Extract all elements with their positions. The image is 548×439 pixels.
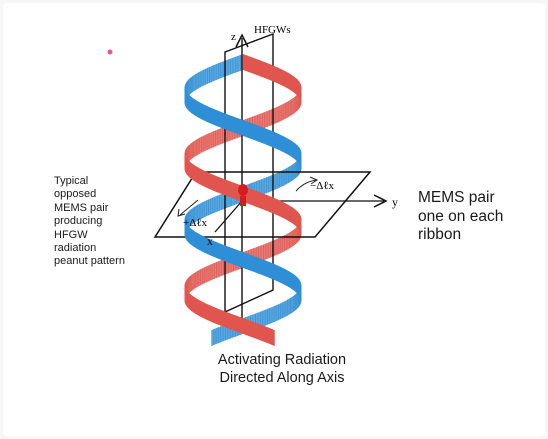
horizontal-plane — [153, 171, 372, 238]
z-axis-arrowhead — [235, 33, 249, 48]
mems-arrow-upper — [295, 179, 317, 192]
stray-mark — [107, 49, 113, 55]
bottom-caption-line: Directed Along Axis — [219, 369, 345, 386]
mems-arrow-upper-head — [309, 176, 319, 185]
left-annotation-line: radiation — [54, 242, 97, 255]
mems-arrow-lower — [179, 199, 199, 216]
red-ribbon-segment — [271, 328, 275, 347]
x-axis-label: x — [207, 234, 213, 248]
x-axis — [214, 200, 243, 233]
right-annotation-line: ribbon — [418, 226, 462, 243]
right-annotation-line: MEMS pair — [418, 189, 495, 206]
left-annotation-line: MEMS pair — [54, 201, 109, 214]
center-mems-stem — [240, 196, 246, 206]
center-mems-marker — [238, 184, 248, 196]
left-annotation-line: HFGW — [54, 228, 88, 241]
y-axis-arrowhead — [373, 194, 388, 208]
hfgw-label: HFGWs — [254, 24, 291, 36]
right-annotation: MEMS pair one on each ribbon — [418, 189, 503, 245]
bottom-caption: Activating Radiation Directed Along Axis — [197, 352, 367, 387]
left-annotation-line: producing — [54, 215, 103, 228]
z-axis-label: z — [231, 31, 236, 43]
right-annotation-line: one on each — [418, 207, 504, 225]
delta-upper-label: −Δℓx — [310, 180, 335, 192]
delta-lower-label: +Δℓx — [183, 217, 208, 229]
left-annotation: Typical opposed MEMS pair producing HFGW… — [54, 175, 125, 269]
vertical-plane — [224, 32, 274, 314]
left-annotation-line: peanut pattern — [54, 255, 125, 268]
y-axis-label: y — [392, 195, 398, 209]
bottom-caption-line: Activating Radiation — [217, 352, 347, 368]
ribbon-front-layer — [184, 53, 302, 347]
left-annotation-line: opposed — [54, 188, 97, 201]
left-annotation-line: Typical — [54, 175, 89, 187]
blue-ribbon-segment — [211, 328, 215, 347]
mems-arrow-lower-head — [177, 208, 186, 217]
